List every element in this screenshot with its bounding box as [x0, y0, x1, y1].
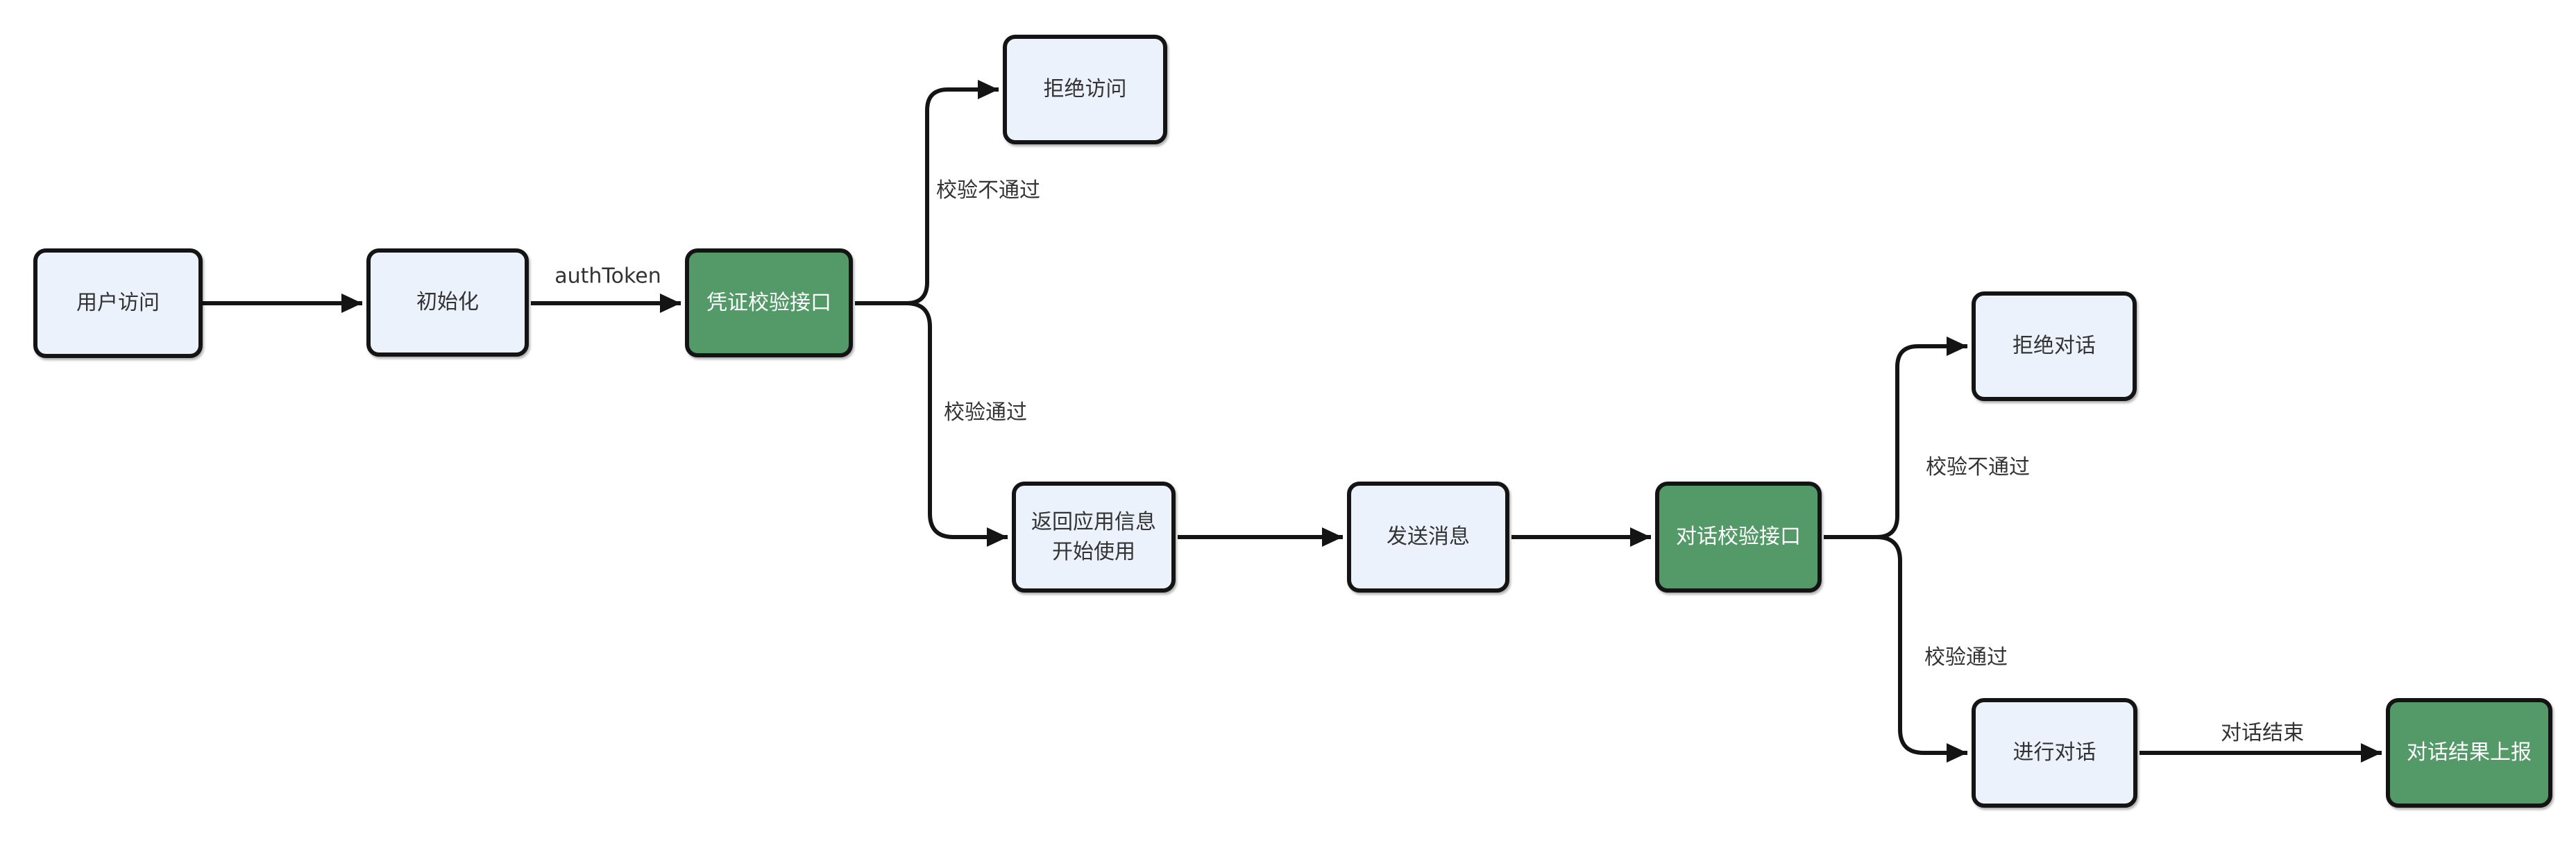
- node-deny-dialog: 拒绝对话: [1972, 291, 2137, 401]
- node-deny-access: 拒绝访问: [1003, 35, 1167, 144]
- node-return-app-info: 返回应用信息 开始使用: [1012, 482, 1176, 593]
- node-dialog-check: 对话校验接口: [1655, 482, 1822, 593]
- edge-label-check-fail-2: 校验不通过: [1926, 455, 2030, 479]
- node-user-access: 用户访问: [33, 248, 203, 358]
- node-credential-check: 凭证校验接口: [685, 248, 853, 357]
- edge-label-auth-token: authToken: [554, 264, 661, 289]
- edge-label-check-pass-1: 校验通过: [944, 400, 1027, 425]
- edge-label-check-fail-1: 校验不通过: [936, 178, 1040, 203]
- edge-label-check-pass-2: 校验通过: [1924, 645, 2008, 670]
- node-init: 初始化: [366, 248, 529, 357]
- node-report-result: 对话结果上报: [2386, 698, 2552, 808]
- edge-label-dialog-end: 对话结束: [2221, 721, 2304, 745]
- node-send-message: 发送消息: [1347, 482, 1509, 593]
- node-do-dialog: 进行对话: [1972, 698, 2137, 808]
